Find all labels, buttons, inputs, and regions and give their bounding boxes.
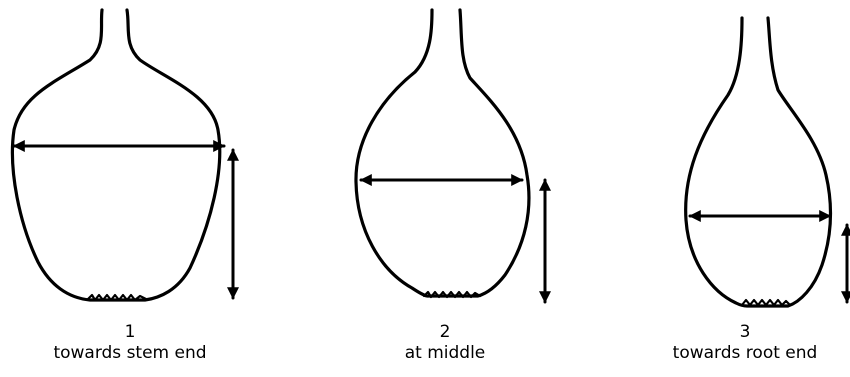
bulb-3 <box>684 16 850 308</box>
bulb-3-outline <box>684 16 833 308</box>
panel-3-caption: 3 towards root end <box>640 322 850 364</box>
panel-3-label: towards root end <box>672 343 818 363</box>
bulb-1-root-plate <box>86 293 148 302</box>
bulb-1-outline <box>10 8 222 302</box>
panel-3-number: 3 <box>739 322 751 342</box>
bulb-2-outline <box>354 8 531 298</box>
panel-2-label: at middle <box>404 343 486 363</box>
bulb-3-root-plate <box>740 298 792 307</box>
panel-1-number: 1 <box>124 322 136 342</box>
bulb-2-root-plate <box>422 290 482 299</box>
bulb-1 <box>10 8 239 302</box>
panel-1-label: towards stem end <box>53 343 207 363</box>
panel-2-number: 2 <box>439 322 451 342</box>
bulb-2 <box>354 8 551 304</box>
panel-2-caption: 2 at middle <box>330 322 560 364</box>
panel-1-caption: 1 towards stem end <box>20 322 240 364</box>
